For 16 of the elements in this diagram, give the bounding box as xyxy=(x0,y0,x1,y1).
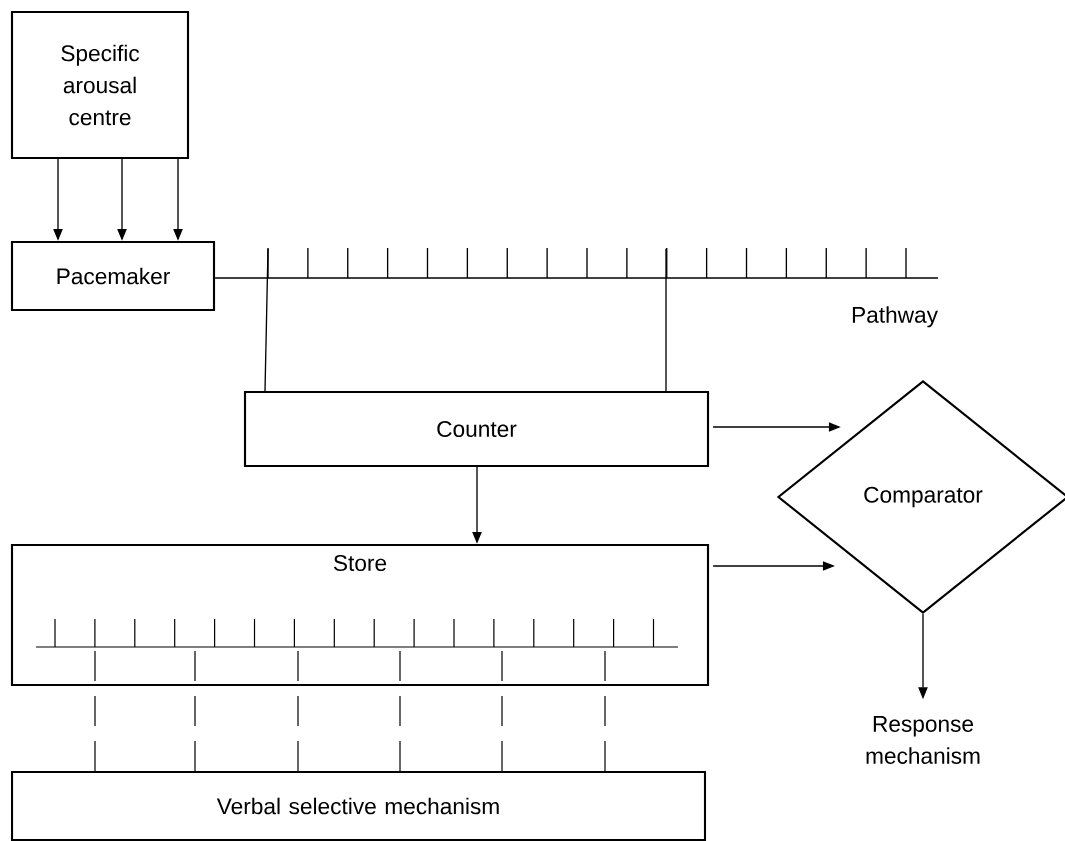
output-label: Response mechanism xyxy=(866,716,980,764)
dashed-line xyxy=(501,650,503,772)
pathway-drawing: Pathway xyxy=(267,247,939,328)
dashed-line xyxy=(297,650,299,772)
dashed-line xyxy=(399,650,401,772)
connector-line xyxy=(214,277,268,279)
connector-line xyxy=(264,248,269,392)
dashed-line xyxy=(94,650,96,772)
store-box: Store xyxy=(10,543,710,687)
process-box: Verbal selective mechanism xyxy=(10,770,707,841)
process-box: Pacemaker xyxy=(10,240,216,312)
connector-line xyxy=(665,248,667,392)
dashed-line xyxy=(194,650,196,772)
process-box: Specific arousal centre xyxy=(10,10,190,160)
process-box: Counter xyxy=(243,390,710,468)
dashed-line xyxy=(604,650,606,772)
